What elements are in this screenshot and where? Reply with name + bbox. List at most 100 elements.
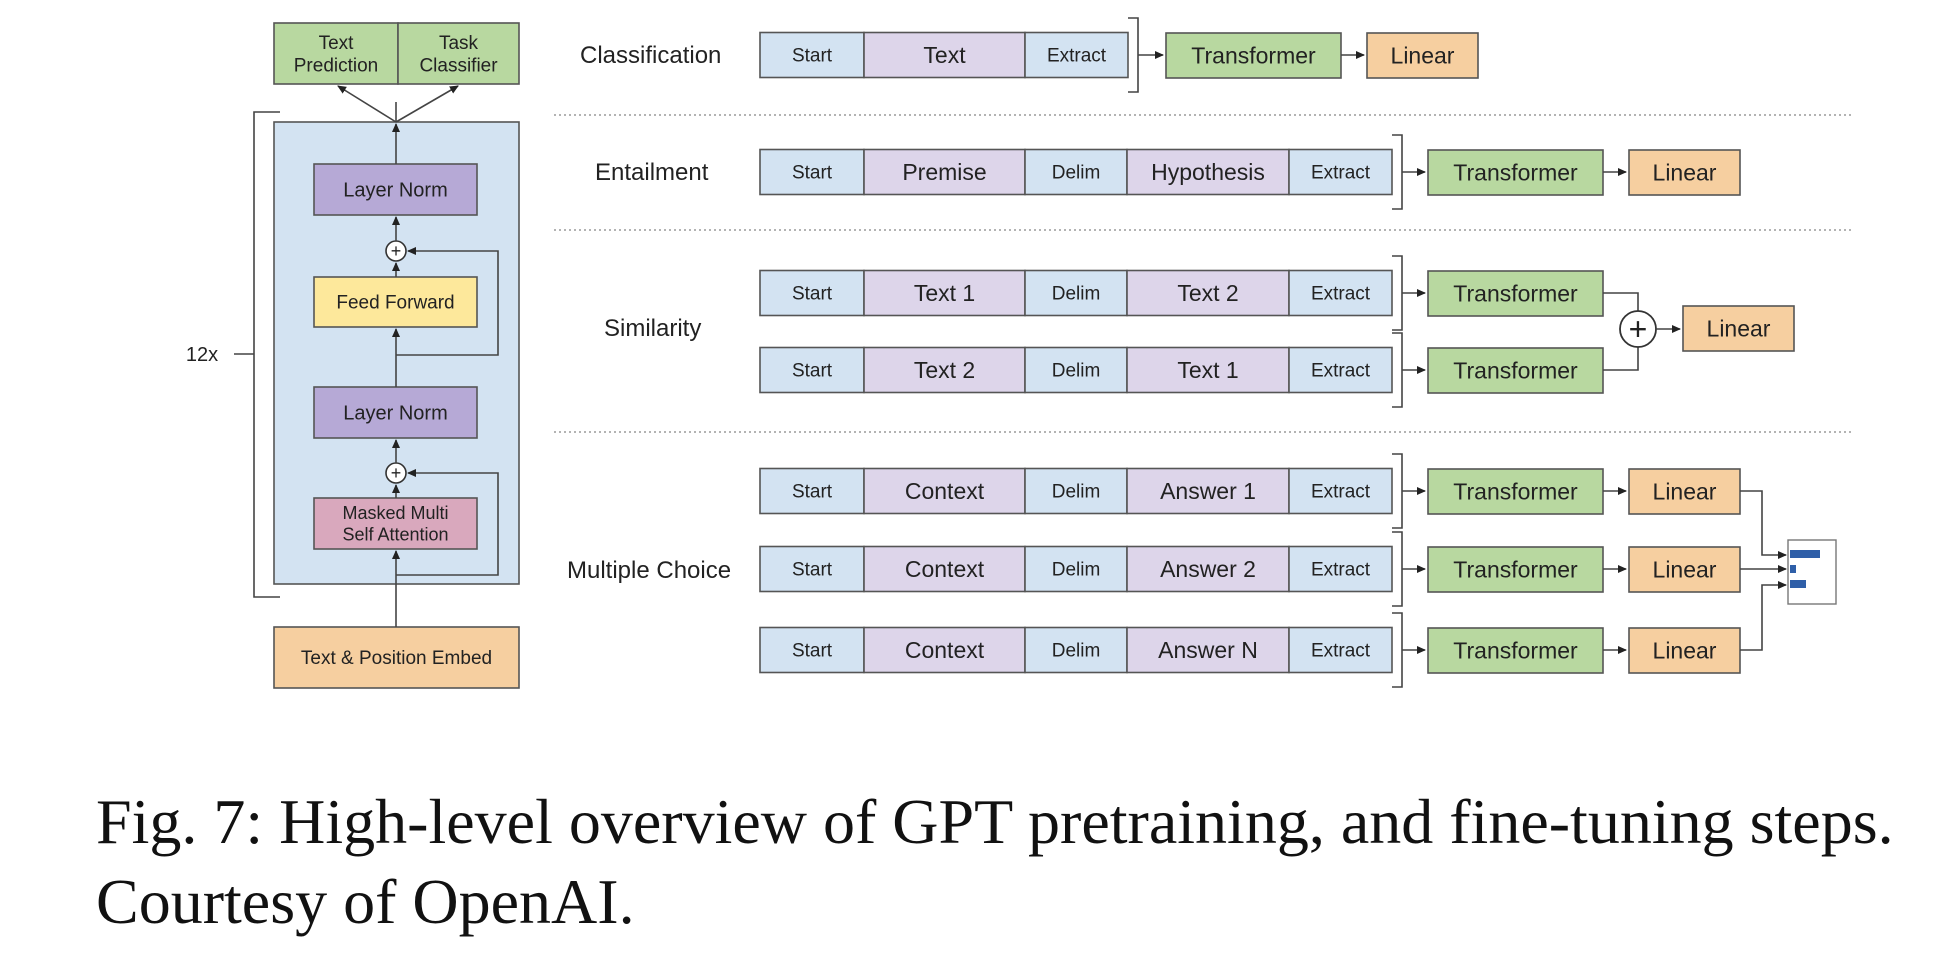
choice-linear-1-label: Linear [1653, 479, 1717, 505]
similarity-input-2-token-text-1-shape [1126, 346, 1290, 394]
entailment-input-token-delim-label: Delim [1052, 163, 1101, 184]
similarity-input-2-token-extract-label: Extract [1311, 361, 1371, 382]
residual-add-top-symbol: + [391, 241, 402, 261]
entailment-input-token-hypothesis-label: Hypothesis [1151, 159, 1265, 185]
entailment-input-token-delim-shape [1024, 148, 1128, 196]
softmax-output [1787, 539, 1837, 605]
classification-transformer-label: Transformer [1191, 43, 1316, 69]
choice-linear-3-label: Linear [1653, 638, 1717, 664]
arrow-to-text-prediction [337, 85, 397, 123]
choice-input-3-token-extract: Extract [1288, 626, 1393, 674]
classification-input-token-extract-shape [1024, 31, 1129, 79]
feed-forward-shape [313, 276, 478, 328]
choice-input-3-token-start-label: Start [792, 641, 833, 662]
similarity-add: + [1619, 310, 1657, 348]
choice-transformer-3-label: Transformer [1453, 638, 1578, 664]
text-position-embed-shape [273, 626, 520, 689]
classification-input: Start Text Extract [759, 31, 1129, 79]
similarity-input-1-token-delim: Delim [1024, 269, 1128, 317]
repeat-count-label: 12x [186, 344, 218, 366]
choice-input-2-token-start: Start [759, 545, 865, 593]
similarity-input-1-token-text-1: Text 1 [863, 269, 1026, 317]
entailment-linear-shape [1628, 149, 1741, 196]
entailment-input-token-start-shape [759, 148, 865, 196]
similarity-linear: Linear [1682, 305, 1795, 352]
choice-linear-2-shape [1628, 546, 1741, 593]
layer-norm-top: Layer Norm [313, 163, 478, 216]
choice-input-2-token-answer-2: Answer 2 [1126, 545, 1290, 593]
choice-input-2-token-context-label: Context [905, 556, 985, 582]
arrow-to-task-classifier [395, 85, 459, 123]
similarity-input-2-token-extract: Extract [1288, 346, 1393, 394]
text-position-embed: Text & Position Embed [273, 626, 520, 689]
task-label-classification: Classification [580, 42, 721, 69]
choice-transformer-3-shape [1427, 627, 1604, 674]
choice-input-2-token-delim-shape [1024, 545, 1128, 593]
layer-norm-top-shape [313, 163, 478, 216]
similarity-input-1-token-delim-label: Delim [1052, 284, 1101, 305]
similarity-transformer-2-shape [1427, 347, 1604, 394]
similarity-input-1-token-extract: Extract [1288, 269, 1393, 317]
choice-input-1-token-start-label: Start [792, 482, 833, 503]
choice-linear-1-shape [1628, 468, 1741, 515]
choice-input-2-token-extract-label: Extract [1311, 560, 1371, 581]
classification-linear-label: Linear [1391, 43, 1455, 69]
entailment-input-token-premise-label: Premise [902, 159, 986, 185]
choice-transformer-1-shape [1427, 468, 1604, 515]
similarity-input-2-token-start: Start [759, 346, 865, 394]
choice-input-2-token-extract-shape [1288, 545, 1393, 593]
similarity-input-1-token-text-2: Text 2 [1126, 269, 1290, 317]
softmax-bar-2 [1790, 565, 1796, 573]
choice-merge-3 [1740, 581, 1787, 651]
choice-input-2-token-delim: Delim [1024, 545, 1128, 593]
choice-input-2-token-delim-label: Delim [1052, 560, 1101, 581]
similarity-input-1-token-extract-label: Extract [1311, 284, 1371, 305]
similarity-transformer-1: Transformer [1427, 270, 1604, 317]
classification-transformer: Transformer [1165, 32, 1342, 79]
similarity-bracket-1 [1392, 255, 1403, 331]
choice-input-3-token-extract-label: Extract [1311, 641, 1371, 662]
similarity-input-1-token-text-1-shape [863, 269, 1026, 317]
similarity-input-2-token-text-2-label: Text 2 [914, 357, 975, 383]
choice-transformer-2: Transformer [1427, 546, 1604, 593]
similarity-bracket-2 [1392, 332, 1403, 408]
residual-add-top: + [385, 240, 407, 262]
entailment-input-token-extract-shape [1288, 148, 1393, 196]
classification-transformer-shape [1165, 32, 1342, 79]
entailment-transformer: Transformer [1427, 149, 1604, 196]
choice-input-3-token-delim: Delim [1024, 626, 1128, 674]
residual-skip-top [396, 247, 499, 356]
classification-bracket [1128, 17, 1139, 93]
entailment-input-token-extract: Extract [1288, 148, 1393, 196]
choice-input-3-token-context-shape [863, 626, 1026, 674]
entailment-input-token-premise-shape [863, 148, 1026, 196]
similarity-merge-bottom [1603, 347, 1639, 371]
classification-input-token-start: Start [759, 31, 865, 79]
choice-input-1-token-answer-1-label: Answer 1 [1160, 478, 1256, 504]
similarity-input-1-token-start-label: Start [792, 284, 833, 305]
choice-linear-3: Linear [1628, 627, 1741, 674]
entailment-bracket [1392, 134, 1403, 210]
classification-linear-shape [1366, 32, 1479, 79]
choice-input-3-token-start: Start [759, 626, 865, 674]
similarity-input-1-token-text-2-label: Text 2 [1177, 280, 1238, 306]
choice-input-2-token-start-label: Start [792, 560, 833, 581]
choice-transformer-3: Transformer [1427, 627, 1604, 674]
feed-forward: Feed Forward [313, 276, 478, 328]
layer-norm-bottom: Layer Norm [313, 386, 478, 439]
classification-input-token-extract-label: Extract [1047, 46, 1107, 67]
similarity-add-symbol: + [1629, 311, 1648, 347]
choice-input-1-token-start: Start [759, 467, 865, 515]
choice-linear-1: Linear [1628, 468, 1741, 515]
task-label-entailment: Entailment [595, 159, 709, 186]
classification-input-token-text-label: Text [923, 42, 966, 68]
similarity-input-2-token-text-1: Text 1 [1126, 346, 1290, 394]
